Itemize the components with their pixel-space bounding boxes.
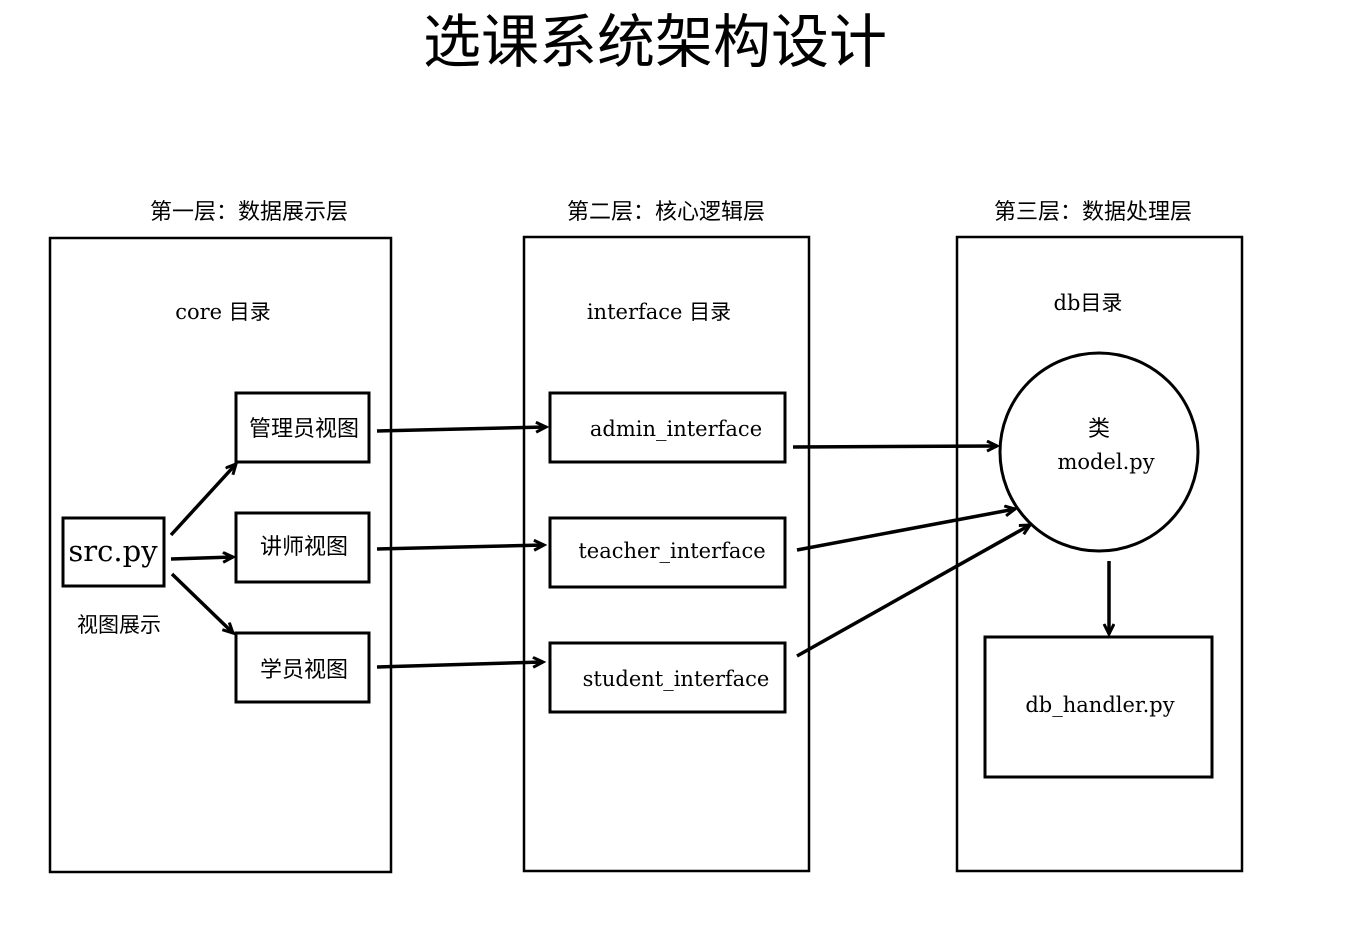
admin-interface-box <box>548 391 787 464</box>
diagram-title: 选课系统架构设计 <box>423 8 887 76</box>
teacher-view-box <box>234 511 371 584</box>
model-file-label: model.py <box>1057 450 1154 474</box>
student-interface-label: student_interface <box>583 667 770 691</box>
db-dir-label: db目录 <box>1054 291 1123 315</box>
student-interface-box <box>548 641 787 714</box>
teacher-interface-label: teacher_interface <box>578 539 765 563</box>
src-py-label: src.py <box>68 534 158 568</box>
teacher-view-label: 讲师视图 <box>260 535 348 560</box>
arrow-admin-view-to-interface <box>376 427 546 431</box>
arrow-src-to-student-view <box>170 572 233 633</box>
arrow-student-interface-to-model <box>796 525 1030 658</box>
arrow-admin-interface-to-model <box>792 446 997 447</box>
core-dir-label: core 目录 <box>175 300 271 324</box>
student-view-label: 学员视图 <box>260 658 348 683</box>
student-view-box <box>234 631 371 704</box>
arrow-teacher-interface-to-model <box>796 509 1015 552</box>
core-container <box>48 236 393 874</box>
model-class-label: 类 <box>1088 417 1110 442</box>
src-py-caption: 视图展示 <box>77 613 161 637</box>
src-py-box <box>61 516 166 588</box>
db-container <box>955 235 1244 873</box>
arrow-student-view-to-interface <box>376 662 543 669</box>
admin-interface-label: admin_interface <box>590 417 762 441</box>
layer-3-label: 第三层：数据处理层 <box>994 200 1192 225</box>
arrow-src-to-teacher-view <box>170 557 233 559</box>
interface-dir-label: interface 目录 <box>587 300 731 324</box>
teacher-interface-box <box>548 516 787 589</box>
arrow-teacher-view-to-interface <box>376 545 544 549</box>
arrow-src-to-admin-view <box>169 464 236 537</box>
layer-2-label: 第二层：核心逻辑层 <box>567 200 765 225</box>
admin-view-label: 管理员视图 <box>249 417 359 442</box>
db-handler-label: db_handler.py <box>1025 693 1174 717</box>
db-handler-box <box>983 635 1214 779</box>
admin-view-box <box>234 391 371 464</box>
interface-container <box>522 235 811 873</box>
layer-1-label: 第一层：数据展示层 <box>150 200 348 225</box>
